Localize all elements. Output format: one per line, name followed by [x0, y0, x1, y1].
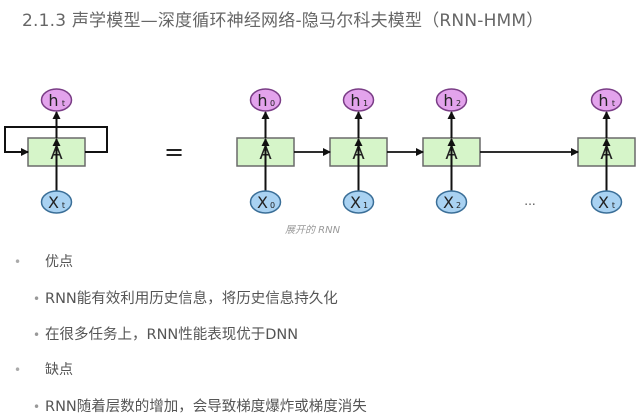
output-node-circle [342, 88, 375, 112]
cons-heading: • 缺点 [14, 359, 73, 379]
input-node-subscript: 1 [363, 201, 368, 210]
output-node-label: h [598, 91, 608, 110]
equals-sign: = [164, 138, 184, 166]
input-node-label: X [257, 193, 268, 212]
list-item: • RNN能有效利用历史信息，将历史信息持久化 [33, 287, 338, 308]
rnn-diagram: AhtXt=Ah0X0Ah1X1Ah2X2AhtXt... [4, 88, 636, 214]
output-node-label: h [350, 91, 360, 110]
output-node-subscript: t [612, 99, 615, 108]
recurrent-loop-left [4, 126, 57, 156]
list-item: • 在很多任务上，RNN性能表现优于DNN [33, 323, 298, 344]
output-node-subscript: 2 [456, 99, 461, 108]
list-item-text: RNN随着层数的增加，会导致梯度爆炸或梯度消失 [45, 399, 367, 415]
input-node-circle [249, 190, 282, 214]
input-node-subscript: t [612, 201, 615, 210]
recurrent-loop-right [28, 126, 108, 153]
input-node-circle [40, 190, 73, 214]
output-node-circle [40, 88, 73, 112]
output-node-circle [435, 88, 468, 112]
input-node-circle [435, 190, 468, 214]
bullet-icon: • [33, 292, 41, 306]
input-node-label: X [443, 193, 454, 212]
input-node-label: X [48, 193, 59, 212]
input-node-label: X [598, 193, 609, 212]
output-node-subscript: t [62, 99, 65, 108]
slide-title: 2.1.3 声学模型—深度循环神经网络-隐马尔科夫模型（RNN-HMM） [22, 11, 544, 31]
output-node-label: h [257, 91, 267, 110]
output-node-label: h [443, 91, 453, 110]
input-node-subscript: 0 [270, 201, 275, 210]
bullet-icon: • [33, 400, 41, 414]
rolled-rnn-cell: A [27, 111, 86, 191]
bullet-icon: • [33, 328, 41, 342]
output-node-subscript: 0 [270, 99, 275, 108]
pros-heading-text: 优点 [45, 254, 73, 270]
list-item-text: RNN能有效利用历史信息，将历史信息持久化 [45, 291, 338, 307]
input-node-subscript: t [62, 201, 65, 210]
unrolled-rnn-cell: A [422, 111, 481, 191]
list-item: • RNN随着层数的增加，会导致梯度爆炸或梯度消失 [33, 395, 367, 416]
input-node-circle [342, 190, 375, 214]
bullet-icon: • [14, 363, 22, 377]
output-node-subscript: 1 [363, 99, 368, 108]
ellipsis: ... [524, 194, 535, 208]
output-node-circle [590, 88, 623, 112]
bullet-icon: • [14, 255, 22, 269]
unrolled-rnn-cell: A [329, 111, 388, 191]
unrolled-rnn-cell: A [577, 111, 636, 191]
output-node-circle [249, 88, 282, 112]
cons-heading-text: 缺点 [45, 362, 73, 378]
input-node-label: X [350, 193, 361, 212]
pros-heading: • 优点 [14, 251, 73, 271]
list-item-text: 在很多任务上，RNN性能表现优于DNN [45, 327, 299, 343]
diagram-caption: 展开的 RNN [285, 225, 341, 236]
output-node-label: h [48, 91, 58, 110]
input-node-circle [590, 190, 623, 214]
unrolled-rnn-cell: A [236, 111, 295, 191]
input-node-subscript: 2 [456, 201, 461, 210]
